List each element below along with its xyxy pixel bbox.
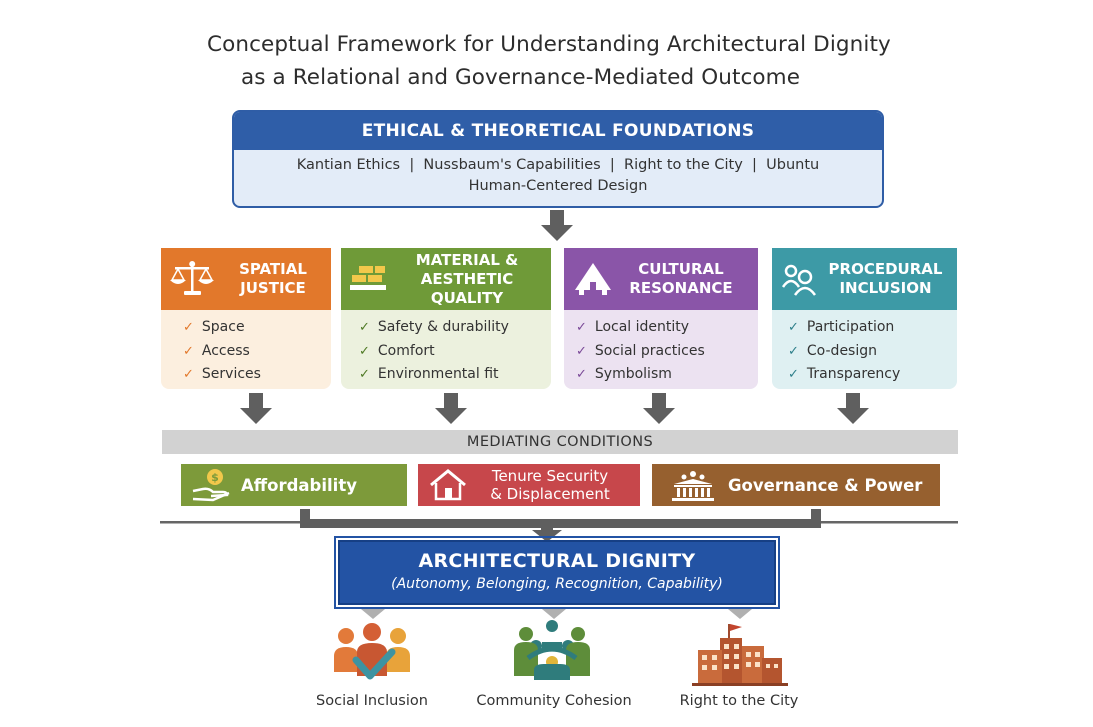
check-icon: ✓ (576, 343, 587, 359)
dignity-title: ARCHITECTURAL DIGNITY (418, 550, 696, 572)
people-icon (781, 264, 817, 296)
pillar-title-line2: INCLUSION (839, 279, 932, 297)
government-icon (672, 471, 714, 501)
item-label: Services (201, 366, 261, 382)
pillar-spatial-justice: SPATIAL JUSTICE ✓ Space ✓ Access ✓ Services (161, 248, 331, 393)
item-label: Environmental fit (377, 366, 499, 382)
condition-label-line1: Tenure Security (491, 467, 609, 485)
cohesion-icon (514, 620, 590, 680)
city-icon (692, 624, 788, 686)
triangle-down-icon (361, 609, 385, 619)
item-label: Local identity (594, 319, 690, 335)
check-icon: ✓ (183, 320, 194, 335)
pillar-title-line2: JUSTICE (240, 279, 306, 297)
check-icon: ✓ (788, 367, 799, 382)
check-icon: ✓ (359, 343, 370, 359)
item-label: Space (201, 319, 245, 335)
architectural-dignity-box: ARCHITECTURAL DIGNITY (Autonomy, Belongi… (334, 536, 780, 609)
condition-tenure-security: Tenure Security & Displacement (418, 464, 640, 506)
hut-icon (575, 263, 611, 295)
diagram-title-line2: as a Relational and Governance-Mediated … (241, 65, 801, 90)
outcome-community-cohesion: Community Cohesion (476, 693, 632, 709)
list-item: ✓ Local identity (576, 316, 758, 340)
bricks-icon (350, 266, 386, 290)
mediating-conditions-bar: MEDIATING CONDITIONS (162, 430, 958, 454)
pillar-title-line1: MATERIAL & (415, 250, 519, 269)
list-item: ✓ Transparency (788, 363, 957, 387)
condition-governance-power: Governance & Power (652, 464, 940, 506)
list-item: ✓ Co-design (788, 340, 957, 364)
diagram-title-line1: Conceptual Framework for Understanding A… (207, 32, 891, 57)
list-item: ✓ Safety & durability (359, 316, 551, 340)
item-label: Comfort (377, 342, 435, 359)
list-item: ✓ Participation (788, 316, 957, 340)
foundations-heading: ETHICAL & THEORETICAL FOUNDATIONS (234, 112, 882, 150)
item-label: Participation (806, 319, 895, 335)
inclusion-icon (334, 623, 410, 680)
condition-label: Affordability (241, 475, 357, 495)
list-item: ✓ Environmental fit (359, 363, 551, 387)
list-item: ✓ Services (183, 363, 331, 387)
item-label: Access (201, 342, 250, 359)
pillar-title-line1: SPATIAL (239, 260, 307, 278)
list-item: ✓ Access (183, 340, 331, 364)
check-icon: ✓ (788, 343, 799, 359)
item-label: Symbolism (594, 366, 672, 382)
outcome-right-to-the-city: Right to the City (679, 693, 799, 709)
arrow-down-icon (643, 393, 675, 424)
check-icon: ✓ (183, 343, 194, 359)
check-icon: ✓ (576, 320, 587, 335)
check-icon: ✓ (359, 320, 370, 335)
pillar-title-line1: CULTURAL (638, 260, 724, 278)
list-item: ✓ Space (183, 316, 331, 340)
item-label: Transparency (806, 366, 901, 382)
arrow-down-icon (435, 393, 467, 424)
pillar-header: CULTURAL RESONANCE (564, 248, 758, 310)
pillar-body: ✓ Safety & durability ✓ Comfort ✓ Environme… (341, 310, 551, 389)
arrow-down-icon (837, 393, 869, 424)
scales-icon (170, 261, 214, 295)
money-hand-icon: $ (192, 469, 230, 502)
pillar-header: MATERIAL & AESTHETIC QUALITY (341, 248, 551, 310)
check-icon: ✓ (359, 367, 370, 382)
pillar-title-line1: PROCEDURAL (828, 260, 943, 278)
list-item: ✓ Social practices (576, 340, 758, 364)
arrow-down-icon (541, 210, 573, 241)
item-label: Social practices (594, 342, 705, 359)
pillar-body: ✓ Local identity ✓ Social practices ✓ Symbo… (564, 310, 758, 389)
svg-text:$: $ (211, 471, 219, 484)
condition-affordability: $ Affordability (181, 464, 407, 506)
pillar-header: SPATIAL JUSTICE (161, 248, 331, 310)
condition-label-line2: & Displacement (490, 485, 610, 503)
foundations-box: ETHICAL & THEORETICAL FOUNDATIONS Kantia… (232, 110, 884, 208)
connector-bracket (160, 509, 958, 542)
dignity-subtitle: (Autonomy, Belonging, Recognition, Capab… (391, 576, 723, 592)
foundations-design: Human-Centered Design (468, 178, 648, 194)
pillar-body: ✓ Space ✓ Access ✓ Services (161, 310, 331, 389)
pillar-title-line2: AESTHETIC QUALITY (420, 269, 514, 307)
check-icon: ✓ (576, 367, 587, 382)
pillar-procedural-inclusion: PROCEDURAL INCLUSION ✓ Participation ✓ Co-… (772, 248, 957, 393)
house-icon (430, 469, 466, 501)
pillar-material-aesthetic: MATERIAL & AESTHETIC QUALITY ✓ Safety & d… (341, 248, 551, 393)
item-label: Co-design (806, 342, 878, 359)
pillar-title-line2: RESONANCE (629, 279, 733, 297)
check-icon: ✓ (183, 367, 194, 382)
check-icon: ✓ (788, 320, 799, 335)
outcome-social-inclusion: Social Inclusion (316, 693, 428, 709)
condition-label: Governance & Power (728, 475, 923, 495)
triangle-down-icon (542, 609, 566, 619)
foundations-theories: Kantian Ethics | Nussbaum's Capabilities… (296, 157, 820, 173)
pillar-cultural-resonance: CULTURAL RESONANCE ✓ Local identity ✓ Soci… (564, 248, 758, 393)
item-label: Safety & durability (377, 319, 509, 335)
pillar-body: ✓ Participation ✓ Co-design ✓ Transparency (772, 310, 957, 389)
pillar-header: PROCEDURAL INCLUSION (772, 248, 957, 310)
arrow-down-icon (240, 393, 272, 424)
list-item: ✓ Symbolism (576, 363, 758, 387)
triangle-down-icon (728, 609, 752, 619)
list-item: ✓ Comfort (359, 340, 551, 364)
